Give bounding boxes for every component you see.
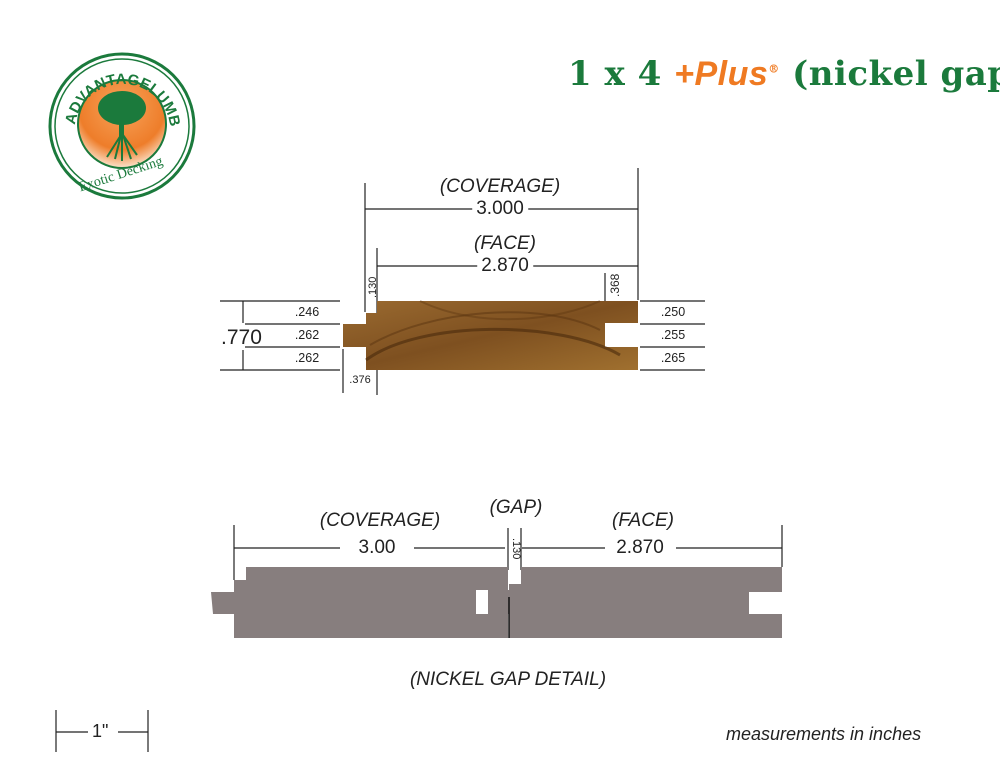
right-dim-1: .250 <box>660 305 686 319</box>
top-coverage-label: (COVERAGE) <box>435 176 565 198</box>
units-note: measurements in inches <box>726 724 922 744</box>
bottom-coverage-value: 3.00 <box>354 537 400 559</box>
right-dim-3: .265 <box>660 351 686 365</box>
bottom-dimension-lines <box>233 525 783 580</box>
gray-boards-profile <box>211 567 782 638</box>
gap-label: (GAP) <box>485 497 547 519</box>
scale-bar <box>55 710 149 752</box>
left-dim-3: .262 <box>294 351 320 365</box>
gap-value: .130 <box>510 538 522 560</box>
plus-brand: +Plus <box>674 55 769 93</box>
left-dim-1: .246 <box>294 305 320 319</box>
left-dim-2: .262 <box>294 328 320 342</box>
nickel-gap-caption: (NICKEL GAP DETAIL) <box>405 669 611 691</box>
scale-bar-label: 1" <box>92 721 109 741</box>
wood-board-profile <box>343 300 638 370</box>
bottom-coverage-label: (COVERAGE) <box>315 510 445 532</box>
page-title: 1 x 4 +Plus® (nickel gap) <box>568 54 1000 94</box>
top-face-label: (FACE) <box>470 233 540 255</box>
groove-depth: .368 <box>608 273 622 297</box>
right-dim-2: .255 <box>660 328 686 342</box>
top-face-value: 2.870 <box>477 255 533 277</box>
advantage-lumber-logo: ADVANTAGELUMBER.COM Exotic Decking <box>0 0 196 200</box>
right-gray-board <box>488 567 782 638</box>
bottom-face-label: (FACE) <box>608 510 678 532</box>
bottom-face-value: 2.870 <box>612 537 668 559</box>
tongue-length: .376 <box>349 374 371 386</box>
left-gray-board <box>211 567 508 638</box>
thickness-value: .770 <box>221 326 262 349</box>
top-coverage-value: 3.000 <box>472 198 528 220</box>
tongue-offset: .130 <box>367 276 379 298</box>
